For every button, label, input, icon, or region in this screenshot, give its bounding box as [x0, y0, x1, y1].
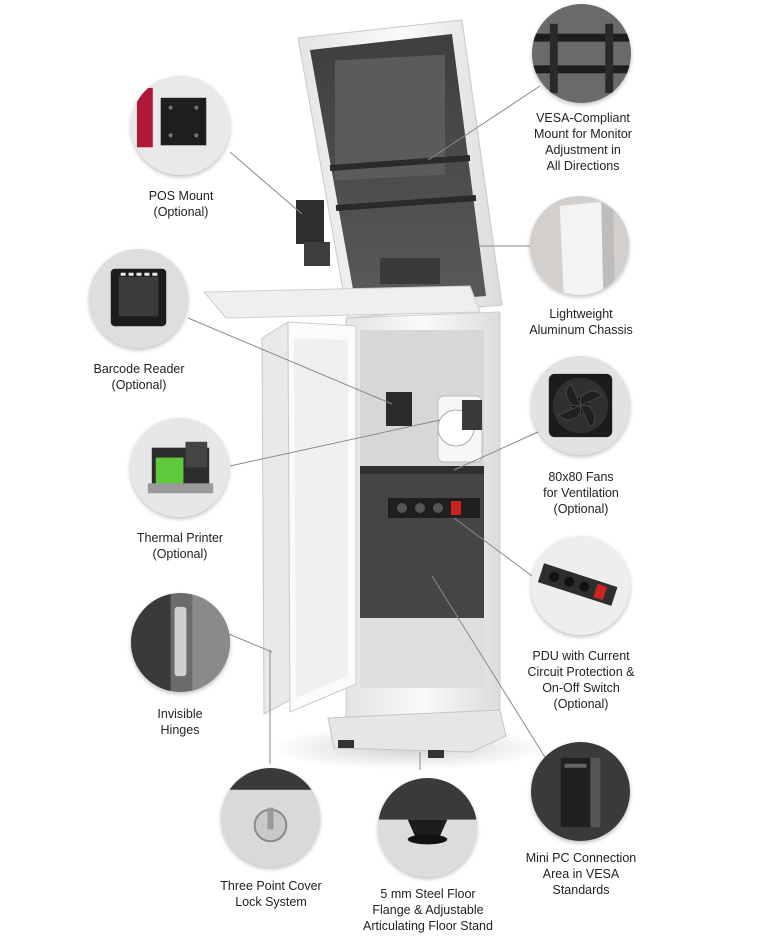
- pdu-strip-unit: [388, 498, 480, 518]
- cabinet-door: [261, 321, 357, 715]
- floor-stand-base: [327, 709, 507, 758]
- label-mini-pc: Mini PC Connection Area in VESA Standard…: [525, 851, 637, 897]
- label-aluminum-chassis: Lightweight Aluminum Chassis: [529, 307, 633, 337]
- pdu-photo: [531, 536, 630, 635]
- label-thermal-printer: Thermal Printer (Optional): [136, 531, 224, 561]
- monitor-housing: [297, 19, 503, 319]
- leader-lines: [187, 85, 549, 770]
- label-pdu: PDU with Current Circuit Protection & On…: [527, 649, 635, 711]
- label-lock: Three Point Cover Lock System: [220, 879, 322, 909]
- label-floor-stand: 5 mm Steel Floor Flange & Adjustable Art…: [363, 887, 493, 933]
- label-hinges: Invisible Hinges: [157, 707, 203, 737]
- hinge-photo: [131, 593, 230, 692]
- label-pos-mount: POS Mount (Optional): [148, 189, 214, 219]
- label-fans: 80x80 Fans for Ventilation (Optional): [543, 470, 619, 516]
- thermal-printer-photo: [130, 418, 229, 517]
- lock-photo: [221, 768, 320, 867]
- thermal-printer-unit: [437, 395, 483, 463]
- shelf: [202, 285, 481, 319]
- pos-mount-photo: [131, 76, 230, 175]
- label-barcode-reader: Barcode Reader (Optional): [93, 362, 185, 392]
- fan-icon: [531, 356, 630, 455]
- vesa-mount-photo: [532, 4, 631, 103]
- label-vesa-mount: VESA-Compliant Mount for Monitor Adjustm…: [534, 111, 632, 173]
- floor-stand-photo: [378, 778, 477, 877]
- barcode-reader-unit: [386, 392, 412, 426]
- pos-mount-bracket: [296, 200, 330, 266]
- barcode-reader-photo: [89, 249, 188, 348]
- mini-pc-photo: [531, 742, 630, 841]
- aluminum-chassis-photo: [530, 196, 629, 295]
